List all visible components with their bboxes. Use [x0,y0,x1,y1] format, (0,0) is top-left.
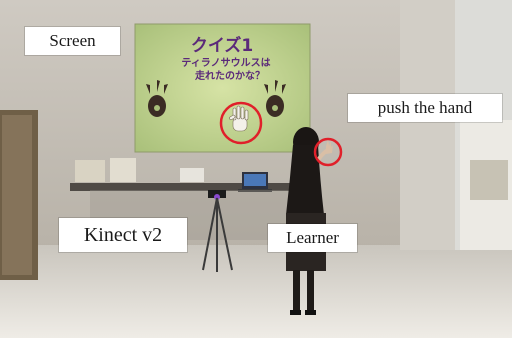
kinect-label: Kinect v2 [59,218,187,252]
kinect-sensor [202,190,233,272]
push-hand-label: push the hand [348,94,502,122]
screen-label: Screen [25,27,120,55]
learner-hand-highlight [313,137,343,167]
pillar [400,0,455,250]
quiz-question-line1: ティラノサウルスは [181,57,270,69]
dinosaur-footprint-icon-right [264,80,286,117]
back-table [70,183,300,191]
dinosaur-footprint-icon-left [146,80,168,117]
floor [0,245,512,338]
quiz-question-line2: 走れたのかな？ [194,69,265,82]
projection-screen [134,23,311,153]
quiz-title: クイズ1 [191,35,253,56]
hand-icon [229,105,249,132]
screen-hand-highlight [219,101,263,145]
learner-label: Learner [268,224,357,252]
